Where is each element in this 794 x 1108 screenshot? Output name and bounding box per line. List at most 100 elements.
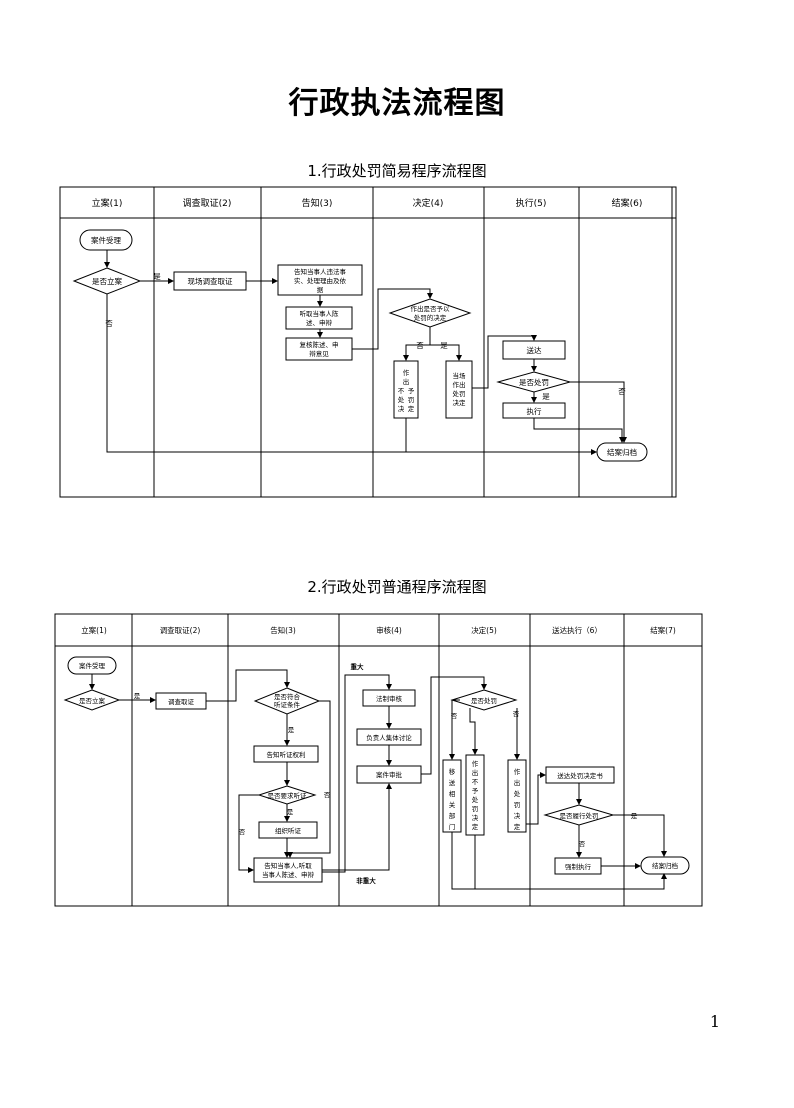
n-investigate-label: 调查取证 [168, 697, 195, 706]
simple-flow-title: 1.行政处罚简易程序流程图 [307, 162, 487, 180]
n-inform-l1: 告知当事人,听取 [264, 861, 312, 870]
n-close-label: 结案归档 [652, 861, 678, 870]
s-listen-l1: 听取当事人陈 [300, 309, 340, 318]
s-close-node [596, 442, 648, 462]
s-od-2: 作出 [453, 380, 466, 389]
n-approve-label: 案件审批 [376, 770, 403, 779]
n-comply-label: 是否履行处罚 [560, 811, 599, 820]
s-onsite-decide-node [445, 360, 473, 419]
s-inform-l2: 实、处理理由及依 [294, 276, 347, 285]
n-np-3: 不 [472, 778, 479, 786]
n-p-4: 罚 [514, 801, 521, 809]
n-collective-label: 负责人集体讨论 [366, 733, 412, 742]
s-decide-l1: 作出是否予以 [411, 304, 451, 313]
n-deliver-label: 送达处罚决定书 [557, 771, 603, 780]
n-p-1: 作 [514, 767, 521, 776]
n-tr-2: 送 [449, 778, 456, 787]
n-hc-l2: 听证条件 [274, 700, 301, 709]
n-tr-5: 部 [449, 811, 456, 820]
normal-nodes [63, 656, 690, 883]
normal-col-3: 告知(3) [270, 625, 296, 635]
n-no-2: 否 [239, 828, 246, 836]
s-no-3: 否 [618, 387, 626, 396]
n-tr-6: 门 [449, 822, 456, 831]
s-accept-node [79, 229, 133, 251]
n-inform-l2: 当事人陈述、申辩 [262, 870, 315, 879]
s-yes-3: 是 [542, 392, 550, 401]
n-tr-1: 移 [449, 767, 456, 776]
simple-frame [59, 186, 677, 498]
simple-col-4: 决定(4) [413, 197, 444, 209]
page-number: 1 [709, 1012, 720, 1031]
n-no-4: 否 [513, 710, 520, 718]
n-no-1: 否 [324, 791, 331, 799]
n-punish-node [507, 759, 527, 833]
s-review-l2: 辩意见 [309, 349, 329, 358]
n-hold-label: 组织听证 [275, 826, 302, 835]
n-p-3: 处 [514, 789, 521, 798]
n-deliver-node [545, 766, 615, 784]
simple-col-3: 告知(3) [302, 197, 333, 209]
n-np-5: 处 [472, 795, 479, 804]
page-title: 行政执法流程图 [288, 86, 506, 121]
n-hearing-right-node [253, 745, 319, 763]
simple-col-1: 立案(1) [92, 197, 123, 209]
n-tr-3: 相 [449, 789, 456, 798]
s-file-label: 是否立案 [92, 276, 122, 286]
s-listen-node [285, 306, 353, 330]
n-accept-label: 案件受理 [79, 661, 106, 670]
simple-col-5: 执行(5) [516, 197, 547, 209]
n-nonmajor-label: 非重大 [356, 876, 376, 885]
normal-labels: 案件受理 是否立案 调查取证 是否符合 听证条件 告知听证权利 是否要求听证 组… [79, 661, 678, 885]
s-nopunish-7: 决 [398, 404, 405, 413]
s-yes-2: 是 [440, 341, 448, 350]
n-yes-4: 是 [631, 812, 638, 820]
normal-flow-title: 2.行政处罚普通程序流程图 [307, 578, 487, 596]
normal-col-5: 决定(5) [471, 625, 497, 635]
n-p-2: 出 [514, 778, 521, 787]
s-od-4: 决定 [453, 398, 467, 407]
n-np-6: 罚 [472, 805, 479, 813]
s-nopunish-5: 处 [398, 395, 405, 404]
normal-col-6: 送达执行（6） [552, 625, 602, 635]
n-inform-node [253, 857, 323, 883]
normal-col-4: 审核(4) [376, 625, 402, 635]
simple-nodes [72, 229, 648, 462]
n-file-label: 是否立案 [79, 696, 106, 705]
s-onsite-label: 现场调查取证 [188, 276, 233, 286]
s-no-1: 否 [105, 319, 113, 328]
s-inform-l1: 告知当事人违法事 [294, 267, 347, 276]
n-no-3: 否 [451, 712, 458, 720]
s-inform-node [277, 264, 363, 296]
s-decide-l2: 处罚的决定 [414, 313, 447, 322]
normal-col-2: 调查取证(2) [160, 625, 201, 635]
n-hc-l1: 是否符合 [274, 692, 301, 701]
n-no-5: 否 [579, 840, 586, 848]
n-ispunish-label: 是否处罚 [471, 696, 497, 705]
n-yes-3: 是 [287, 808, 294, 816]
n-ispunish-decision [450, 689, 518, 711]
s-nopunish-4: 予 [408, 387, 415, 395]
n-yes-1: 是 [134, 692, 141, 700]
simple-edges [104, 250, 627, 455]
s-nopunish-8: 定 [408, 404, 415, 413]
normal-frame [54, 613, 703, 907]
normal-column-headers: 立案(1) 调查取证(2) 告知(3) 审核(4) 决定(5) 送达执行（6） … [81, 625, 676, 635]
s-decide-decision [388, 298, 472, 328]
s-no-2: 否 [416, 341, 424, 350]
s-review-l1: 复核陈述、申 [300, 340, 339, 349]
n-np-8: 定 [472, 822, 479, 831]
normal-col-1: 立案(1) [81, 625, 107, 635]
s-yes-1: 是 [153, 272, 161, 281]
n-major-label: 重大 [351, 662, 365, 671]
n-np-1: 作 [472, 759, 479, 768]
n-np-2: 出 [472, 768, 479, 777]
n-hearing-right-label: 告知听证权利 [267, 750, 306, 759]
simple-column-headers: 立案(1) 调查取证(2) 告知(3) 决定(4) 执行(5) 结案(6) [92, 197, 643, 209]
n-np-7: 决 [472, 813, 479, 822]
s-nopunish-2: 出 [403, 377, 410, 386]
normal-edges [89, 669, 667, 890]
n-yes-2: 是 [288, 726, 295, 734]
n-request-label: 是否要求听证 [268, 791, 308, 800]
n-hold-node [258, 821, 318, 839]
